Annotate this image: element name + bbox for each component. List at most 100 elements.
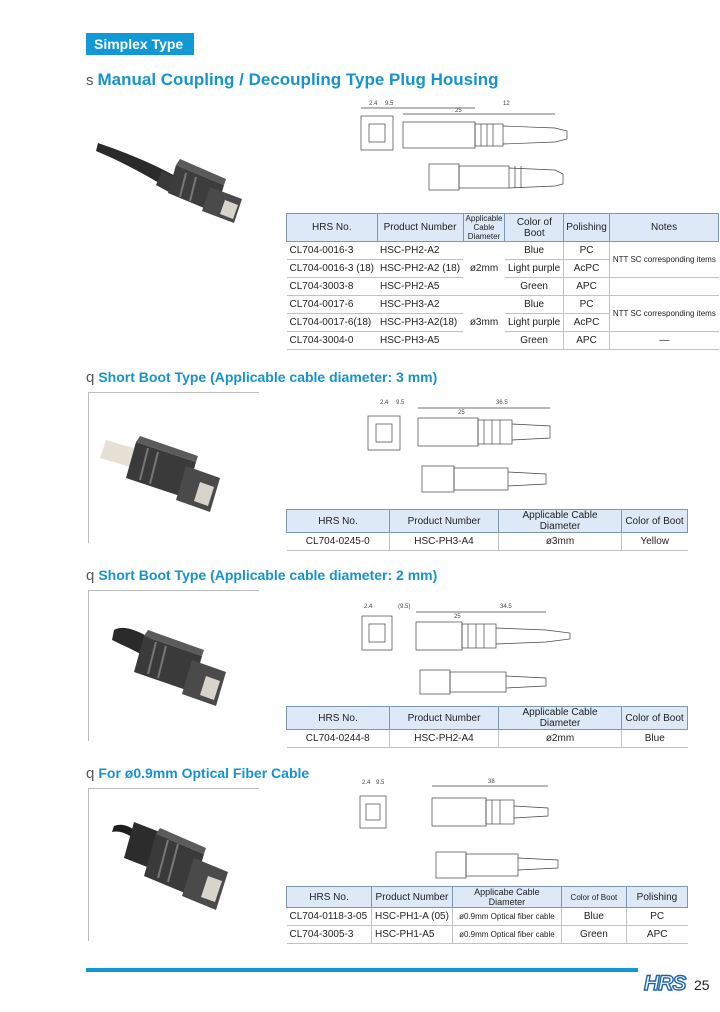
table-row: CL704-3004-0 HSC-PH3-A5 Green APC — bbox=[286, 331, 719, 350]
col-header: HRS No. bbox=[286, 706, 390, 730]
bullet-marker: q bbox=[86, 567, 95, 584]
col-header: Applicabe Cable Diameter bbox=[451, 886, 562, 908]
col-header: Notes bbox=[608, 213, 720, 242]
dim-label: 36.5 bbox=[496, 400, 508, 406]
col-header: Product Number bbox=[371, 886, 453, 908]
dim-label: 9.5 bbox=[396, 400, 405, 406]
dim-label: 9.5 bbox=[385, 101, 394, 107]
dim-label: 25 bbox=[454, 614, 461, 620]
spec-table-fiber-cable: HRS No. Product Number Applicabe Cable D… bbox=[286, 886, 689, 944]
footer-rule bbox=[86, 968, 638, 972]
cable-diameter: ø2mm bbox=[498, 729, 622, 748]
col-header: HRS No. bbox=[286, 213, 378, 242]
hrs-logo: HRS bbox=[643, 971, 687, 995]
hrs-no: CL704-3003-8 bbox=[286, 277, 377, 296]
hrs-no: CL704-0016-3 (18) bbox=[286, 259, 377, 278]
bullet-marker: q bbox=[86, 765, 95, 782]
photo-frame bbox=[88, 590, 259, 741]
col-header: Polishing bbox=[563, 213, 610, 242]
hrs-no: CL704-0017-6 bbox=[286, 295, 377, 314]
table-row: CL704-0016-3 (18) HSC-PH2-A2 (18) Light … bbox=[286, 259, 719, 278]
boot-color: Light purple bbox=[504, 313, 565, 332]
dim-label: 2.4 bbox=[364, 604, 373, 610]
boot-color: Blue bbox=[504, 295, 565, 314]
product-number: HSC-PH2-A5 bbox=[377, 277, 464, 296]
product-number: HSC-PH3-A2(18) bbox=[377, 313, 464, 332]
cable-diameter: ø3mm bbox=[463, 295, 505, 350]
col-header: HRS No. bbox=[286, 886, 372, 908]
table-row: CL704-3005-3 HSC-PH1-A5 ø0.9mm Optical f… bbox=[286, 925, 688, 944]
boot-color: Blue bbox=[504, 241, 565, 260]
product-number: HSC-PH3-A5 bbox=[377, 331, 464, 350]
technical-drawing-fiber-cable: 2.4 9.5 38 bbox=[359, 779, 559, 879]
bullet-marker: s bbox=[86, 72, 94, 89]
table-row: CL704-3003-8 HSC-PH2-A5 Green APC bbox=[286, 277, 719, 296]
col-header: Color of Boot bbox=[504, 213, 565, 242]
connector-photo-fiber-cable bbox=[112, 822, 228, 910]
hrs-no: CL704-3005-3 bbox=[286, 925, 372, 944]
boot-color: Blue bbox=[621, 729, 688, 748]
table-row: CL704-0017-6(18) HSC-PH3-A2(18) Light pu… bbox=[286, 313, 719, 332]
section-title-text: Short Boot Type (Applicable cable diamet… bbox=[98, 369, 438, 385]
product-number: HSC-PH1-A (05) bbox=[371, 907, 453, 926]
col-header: Applicable Cable Diameter bbox=[462, 213, 506, 242]
page-number: 25 bbox=[694, 977, 710, 993]
dim-label: 25 bbox=[458, 410, 465, 416]
dim-label: 34.5 bbox=[500, 604, 512, 610]
spec-table-short-boot-2mm: HRS No. Product Number Applicable Cable … bbox=[286, 706, 688, 748]
polishing: PC bbox=[563, 295, 610, 314]
cable-diameter: ø0.9mm Optical fiber cable bbox=[452, 925, 562, 944]
hrs-no: CL704-3004-0 bbox=[286, 331, 377, 350]
notes: NTT SC corresponding items bbox=[609, 295, 719, 332]
dim-label: 2.4 bbox=[369, 101, 378, 107]
product-number: HSC-PH2-A2 (18) bbox=[377, 259, 464, 278]
dim-label: 12 bbox=[503, 101, 510, 107]
polishing: APC bbox=[563, 277, 610, 296]
hrs-no: CL704-0244-8 bbox=[286, 729, 390, 748]
hrs-no: CL704-0245-0 bbox=[286, 532, 390, 551]
col-header: Product Number bbox=[389, 509, 499, 533]
photo-frame bbox=[88, 788, 259, 941]
polishing: AcPC bbox=[563, 313, 610, 332]
cable-diameter: ø3mm bbox=[498, 532, 622, 551]
hrs-no: CL704-0017-6(18) bbox=[286, 313, 377, 332]
hrs-no: CL704-0118-3-05 bbox=[286, 907, 372, 926]
polishing: PC bbox=[626, 907, 688, 926]
table-row: CL704-0245-0 HSC-PH3-A4 ø3mm Yellow bbox=[286, 532, 688, 551]
technical-drawing-short-boot-3mm: 2.4 9.5 36.5 25 bbox=[367, 400, 551, 493]
col-header: Color of Boot bbox=[621, 509, 688, 533]
cable-diameter: ø0.9mm Optical fiber cable bbox=[452, 907, 562, 926]
table-header-row: HRS No. Product Number Applicable Cable … bbox=[286, 213, 720, 242]
dim-label: 2.4 bbox=[380, 400, 389, 406]
col-header: Product Number bbox=[376, 213, 464, 242]
spec-table-short-boot-3mm: HRS No. Product Number Applicable Cable … bbox=[286, 509, 688, 551]
product-number: HSC-PH2-A2 bbox=[377, 241, 464, 260]
dim-label: (9.5) bbox=[398, 604, 410, 610]
photo-frame bbox=[88, 392, 259, 543]
bullet-marker: q bbox=[86, 369, 95, 386]
product-number: HSC-PH3-A4 bbox=[389, 532, 499, 551]
dim-label: 2.4 bbox=[362, 780, 371, 786]
section-title-text: For ø0.9mm Optical Fiber Cable bbox=[98, 765, 310, 781]
product-number: HSC-PH3-A2 bbox=[377, 295, 464, 314]
technical-drawing-short-boot-2mm: 2.4 (9.5) 25 34.5 bbox=[361, 604, 571, 695]
product-number: HSC-PH1-A5 bbox=[371, 925, 453, 944]
table-header-row: HRS No. Product Number Applicabe Cable D… bbox=[286, 886, 689, 908]
col-header: Color of Boot bbox=[621, 706, 688, 730]
connector-photo-short-boot-2mm bbox=[112, 627, 226, 706]
dim-label: 25 bbox=[455, 108, 462, 114]
col-header: Polishing bbox=[625, 886, 689, 908]
cable-diameter: ø2mm bbox=[463, 241, 505, 296]
polishing: AcPC bbox=[563, 259, 610, 278]
table-row: CL704-0244-8 HSC-PH2-A4 ø2mm Blue bbox=[286, 729, 688, 748]
col-header: Applicable Cable Diameter bbox=[498, 706, 622, 730]
boot-color: Blue bbox=[561, 907, 627, 926]
technical-drawing-manual-coupling: 2.4 9.5 12 25 bbox=[360, 101, 568, 191]
section-tag: Simplex Type bbox=[86, 33, 194, 55]
dim-label: 9.5 bbox=[376, 780, 385, 786]
boot-color: Green bbox=[504, 331, 565, 350]
table-header-row: HRS No. Product Number Applicable Cable … bbox=[286, 706, 688, 730]
